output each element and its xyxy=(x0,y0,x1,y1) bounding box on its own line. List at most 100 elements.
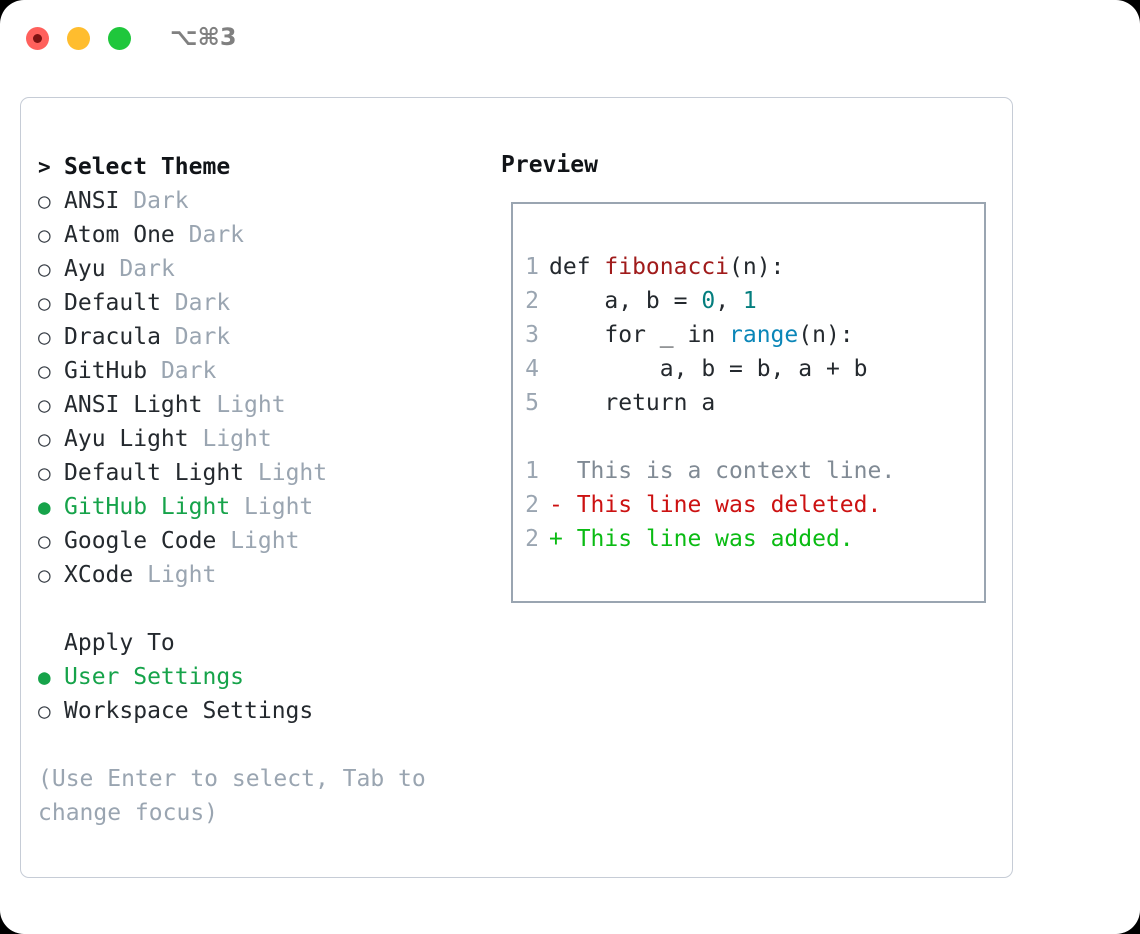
keyboard-shortcut-label: ⌥⌘3 xyxy=(170,23,237,51)
line-number: 1 xyxy=(525,254,539,280)
code-line: 4 a, b = b, a + b xyxy=(517,352,980,386)
line-number: 5 xyxy=(525,390,539,416)
maximize-button-icon[interactable] xyxy=(108,27,131,50)
theme-item-label: Default Light xyxy=(64,460,245,486)
line-number: 2 xyxy=(525,492,539,518)
code-line: 3 for _ in range(n): xyxy=(517,318,980,352)
traffic-light-buttons xyxy=(26,27,131,50)
radio-unselected-icon: ○ xyxy=(38,257,51,281)
theme-item-ansi-light[interactable]: ○ ANSI Light Light xyxy=(38,388,478,422)
line-number: 1 xyxy=(525,458,539,484)
apply-to-user-settings[interactable]: ● User Settings xyxy=(38,660,478,694)
radio-unselected-icon: ○ xyxy=(38,359,51,383)
code-token-function: fibonacci xyxy=(604,254,730,280)
code-token: return a xyxy=(549,390,716,416)
theme-item-google-code[interactable]: ○ Google Code Light xyxy=(38,524,478,558)
theme-item-ansi-dark[interactable]: ○ANSI Dark xyxy=(38,184,478,218)
apply-to-title: Apply To xyxy=(64,630,175,656)
theme-item-atom-one-dark[interactable]: ○ Atom One Dark xyxy=(38,218,478,252)
radio-unselected-icon: ○ xyxy=(38,291,51,315)
code-token: a, b = b, a + b xyxy=(549,356,868,382)
diff-line-added: 2 + This line was added. xyxy=(517,522,980,556)
title-bar: ⌥⌘3 xyxy=(0,0,1140,78)
radio-unselected-icon: ○ xyxy=(38,189,51,213)
theme-item-label: GitHub Light xyxy=(64,494,231,520)
code-line: 5 return a xyxy=(517,386,980,420)
select-theme-header: >Select Theme xyxy=(38,150,478,184)
code-token: a, b = xyxy=(549,288,702,314)
radio-selected-icon: ● xyxy=(38,665,51,689)
radio-selected-icon: ● xyxy=(38,495,51,519)
theme-item-label: Ayu xyxy=(64,256,106,282)
radio-unselected-icon: ○ xyxy=(38,427,51,451)
theme-item-xcode[interactable]: ○XCode Light xyxy=(38,558,478,592)
theme-item-default-light[interactable]: ○ Default Light Light xyxy=(38,456,478,490)
code-token: for _ in xyxy=(549,322,730,348)
diff-sign xyxy=(549,458,563,484)
theme-item-ayu-dark[interactable]: ○ Ayu Dark xyxy=(38,252,478,286)
line-number: 4 xyxy=(525,356,539,382)
theme-item-label: Atom One xyxy=(64,222,175,248)
code-token-builtin: range xyxy=(729,322,799,348)
theme-item-label: Dracula xyxy=(64,324,161,350)
theme-item-category xyxy=(119,188,133,214)
theme-item-label: Default xyxy=(64,290,161,316)
apply-to-marker-placeholder: ○ xyxy=(38,626,64,660)
theme-category-label: Dark xyxy=(174,290,231,316)
theme-item-github-dark[interactable]: ○ GitHub Dark xyxy=(38,354,478,388)
theme-category-label: Light xyxy=(216,392,286,418)
close-button-icon[interactable] xyxy=(26,27,49,50)
theme-item-label: Ayu Light xyxy=(64,426,189,452)
diff-sign: + xyxy=(549,526,563,552)
diff-sign: - xyxy=(549,492,563,518)
diff-text: This is a context line. xyxy=(562,458,896,484)
code-token: (n): xyxy=(798,322,854,348)
theme-category-label: Dark xyxy=(160,358,217,384)
main-panel: >Select Theme ○ANSI Dark ○Atom One Dark … xyxy=(20,97,1013,878)
theme-category-label: Light xyxy=(257,460,328,486)
radio-unselected-icon: ○ xyxy=(38,325,51,349)
diff-text: This line was deleted. xyxy=(562,492,882,518)
theme-item-ayu-light[interactable]: ○ Ayu Light Light xyxy=(38,422,478,456)
theme-item-label: GitHub xyxy=(64,358,148,384)
theme-category-label: Dark xyxy=(188,222,245,248)
diff-line-context: 1 This is a context line. xyxy=(517,454,980,488)
apply-to-item-label: Workspace Settings xyxy=(64,698,314,724)
apply-to-header: ○Apply To xyxy=(38,626,478,660)
preview-heading: Preview xyxy=(501,152,598,178)
radio-unselected-icon: ○ xyxy=(38,223,51,247)
radio-unselected-icon: ○ xyxy=(38,461,51,485)
radio-unselected-icon: ○ xyxy=(38,699,51,723)
code-token: (n): xyxy=(729,254,785,280)
diff-text: This line was added. xyxy=(562,526,854,552)
line-number: 2 xyxy=(525,288,539,314)
theme-category-label: Light xyxy=(230,528,300,554)
theme-item-label: XCode xyxy=(64,562,134,588)
code-token-number: 1 xyxy=(742,288,757,314)
theme-item-label: Google Code xyxy=(64,528,217,554)
theme-item-label: ANSI xyxy=(64,188,120,214)
cursor-caret-icon: > xyxy=(38,155,51,179)
apply-to-workspace-settings[interactable]: ○ Workspace Settings xyxy=(38,694,478,728)
code-token-number: 0 xyxy=(701,288,716,314)
radio-unselected-icon: ○ xyxy=(38,393,51,417)
theme-item-label: ANSI Light xyxy=(64,392,203,418)
line-number: 2 xyxy=(525,526,539,552)
theme-item-default-dark[interactable]: ○ Default Dark xyxy=(38,286,478,320)
theme-item-github-light[interactable]: ● GitHub Light Light xyxy=(38,490,478,524)
apply-to-item-label: User Settings xyxy=(64,664,245,690)
theme-item-dracula-dark[interactable]: ○Dracula Dark xyxy=(38,320,478,354)
line-number: 3 xyxy=(525,322,539,348)
theme-category-label: Light xyxy=(244,494,314,520)
radio-unselected-icon: ○ xyxy=(38,563,51,587)
code-line: 2 a, b = 0, 1 xyxy=(517,284,980,318)
list-spacer xyxy=(38,592,478,626)
minimize-button-icon[interactable] xyxy=(67,27,90,50)
theme-category-label: Dark xyxy=(119,256,175,282)
theme-category-label: Light xyxy=(202,426,272,452)
radio-unselected-icon: ○ xyxy=(38,529,51,553)
